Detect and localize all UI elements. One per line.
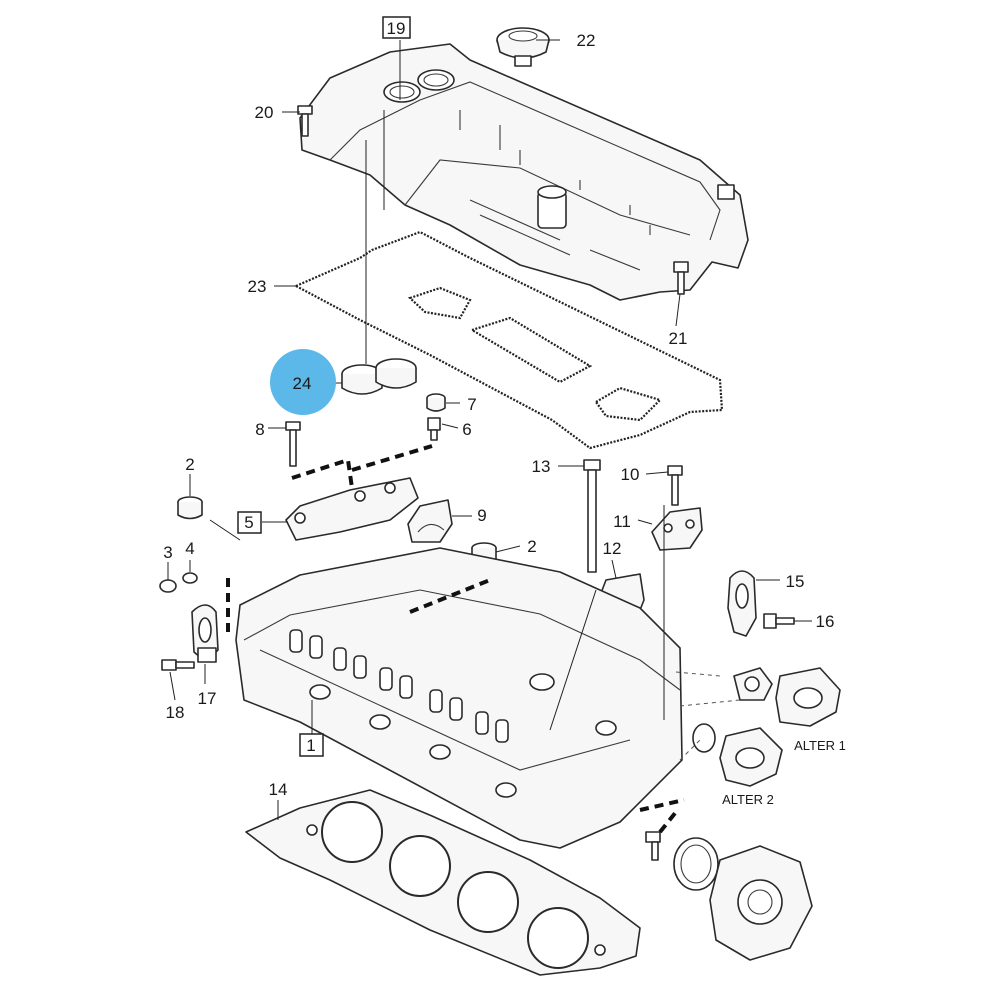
valve-cover-gasket [293, 230, 724, 450]
callout-3: 3 [163, 543, 172, 562]
callout-2-right: 2 [527, 537, 536, 556]
callout-22: 22 [577, 31, 596, 50]
alter-2-assembly [692, 723, 783, 787]
valve-cover [299, 43, 749, 301]
callout-1: 1 [306, 736, 315, 755]
callout-11: 11 [613, 512, 631, 531]
head-bolt-13 [583, 459, 601, 573]
bolt-8 [285, 421, 301, 467]
alter-1-assembly [733, 667, 841, 727]
callout-5: 5 [244, 513, 253, 532]
assembly-dashed-lines [226, 444, 741, 834]
lifting-eye-17 [191, 604, 219, 663]
intake-ports [289, 629, 509, 743]
cap-7 [426, 393, 446, 412]
oil-filler-cap [496, 27, 550, 67]
bolt-pump [645, 831, 661, 861]
highlight-circle-24 [270, 349, 336, 415]
washer-4 [182, 572, 198, 584]
bearing-cap-11 [651, 507, 703, 551]
callout-15: 15 [786, 572, 805, 591]
callout-9: 9 [477, 506, 486, 525]
callout-labels: 19 22 20 23 21 24 7 6 8 2 13 10 9 5 11 2… [163, 19, 846, 807]
fitting-6 [427, 417, 441, 441]
plug-cap-2-left [177, 496, 203, 520]
lifting-eye-15 [727, 570, 757, 637]
vacuum-pump [673, 837, 813, 961]
callout-20: 20 [255, 103, 274, 122]
bolt-10 [667, 465, 683, 506]
bolt-3 [159, 579, 177, 593]
callout-12: 12 [603, 539, 622, 558]
callout-10: 10 [621, 465, 640, 484]
callout-19: 19 [387, 19, 406, 38]
leader-lines [167, 39, 812, 820]
bearing-cap-5 [285, 477, 419, 541]
callout-2-left: 2 [185, 455, 194, 474]
callout-13: 13 [532, 457, 551, 476]
spark-plug-tube-seals [341, 358, 417, 395]
callout-box-5 [237, 511, 262, 534]
callout-8: 8 [255, 420, 264, 439]
alter-1-label: ALTER 1 [794, 738, 846, 753]
cylinder-head [235, 547, 683, 849]
bolt-18 [161, 659, 195, 671]
callout-box-19 [382, 16, 411, 39]
callout-7: 7 [467, 395, 476, 414]
callout-4: 4 [185, 539, 194, 558]
bearing-cap-9 [407, 499, 453, 543]
bolt-20 [297, 105, 313, 137]
bolt-16 [763, 613, 795, 629]
callout-21: 21 [669, 329, 688, 348]
head-gasket [245, 789, 641, 976]
callout-23: 23 [248, 277, 267, 296]
bolt-21 [673, 261, 689, 295]
callout-17: 17 [198, 689, 217, 708]
callout-14: 14 [269, 780, 288, 799]
alter-2-label: ALTER 2 [722, 792, 774, 807]
callout-18: 18 [166, 703, 185, 722]
callout-16: 16 [816, 612, 835, 631]
callout-6: 6 [462, 420, 471, 439]
callout-box-1 [299, 733, 324, 757]
callout-24: 24 [293, 374, 312, 393]
